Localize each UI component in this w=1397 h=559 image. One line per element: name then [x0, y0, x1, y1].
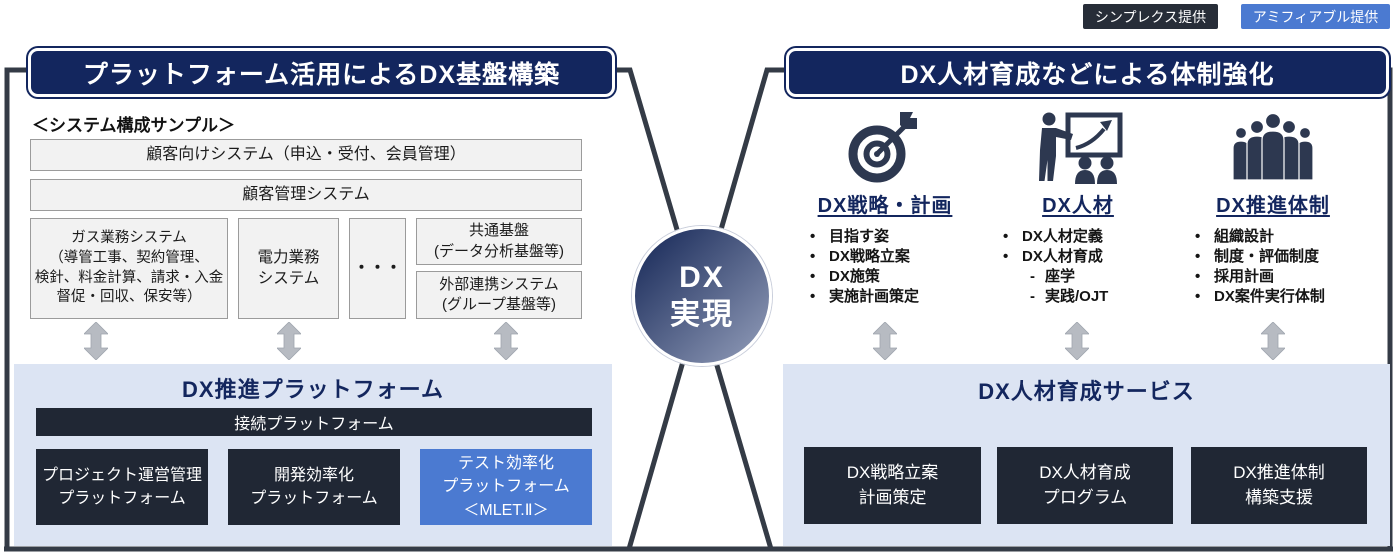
bullet-item: 組織設計	[1195, 227, 1380, 247]
bullet-item: 目指す姿	[810, 227, 995, 247]
bullet-text: DX戦略立案	[829, 248, 910, 265]
legend-amifiable: アミフィアブル提供	[1241, 4, 1390, 29]
dx-realization-circle: DX 実現	[632, 226, 772, 366]
ellipsis-box: ・・・	[349, 218, 406, 319]
left-to-right-diagonal	[609, 67, 774, 550]
bullet-item: DX施策	[810, 267, 995, 287]
strategy-bullet-list: 目指す姿 DX戦略立案 DX施策 実施計画策定	[810, 227, 995, 307]
gas-system-box: ガス業務システム （導管工事、契約管理、 検針、料金計算、請求・入金 督促・回収…	[30, 218, 228, 319]
updown-arrow-icon	[873, 322, 897, 360]
customer-mgmt-system-box: 顧客管理システム	[30, 179, 582, 211]
right-to-left-diagonal	[626, 67, 788, 550]
bullet-item: DX人材育成	[1003, 247, 1188, 267]
sub-bullet-item: 実践/OJT	[1003, 287, 1188, 307]
strategy-planning-service-box: DX戦略立案 計画策定	[804, 447, 981, 524]
updown-arrow-icon	[494, 322, 518, 360]
connect-platform-bar: 接続プラットフォーム	[36, 408, 592, 436]
dx-talent-service-panel: DX人材育成サービス DX戦略立案 計画策定 DX人材育成 プログラム DX推進…	[783, 364, 1390, 546]
team-icon	[1232, 112, 1314, 181]
bullet-item: 実施計画策定	[810, 287, 995, 307]
dx-platform-panel: DX推進プラットフォーム 接続プラットフォーム プロジェクト運営管理 プラットフ…	[14, 364, 612, 546]
target-dart-icon	[848, 112, 917, 183]
project-mgmt-platform-box: プロジェクト運営管理 プラットフォーム	[36, 449, 208, 525]
dx-platform-title: DX推進プラットフォーム	[182, 377, 444, 402]
updown-arrow-icon	[277, 322, 301, 360]
updown-arrow-icon	[84, 322, 108, 360]
structure-support-service-box: DX推進体制 構築支援	[1191, 447, 1367, 524]
right-section-header: DX人材育成などによる体制強化	[786, 48, 1389, 97]
bullet-item: 制度・評価制度	[1195, 247, 1380, 267]
bullet-text: 実践/OJT	[1045, 288, 1109, 305]
bullet-text: 目指す姿	[829, 228, 890, 245]
bullet-text: 採用計画	[1214, 268, 1275, 285]
bullet-item: DX案件実行体制	[1195, 287, 1380, 307]
talent-bullet-list: DX人材定義 DX人材育成 座学 実践/OJT	[1003, 227, 1188, 307]
structure-bullet-list: 組織設計 制度・評価制度 採用計画 DX案件実行体制	[1195, 227, 1380, 307]
bullet-text: 組織設計	[1214, 228, 1275, 245]
external-link-box: 外部連携システム (グループ基盤等)	[416, 271, 582, 319]
dx-talent-service-title: DX人材育成サービス	[978, 379, 1195, 404]
bullet-text: 制度・評価制度	[1214, 248, 1320, 265]
bullet-item: 採用計画	[1195, 267, 1380, 287]
trainer-board-icon	[1039, 112, 1123, 184]
talent-program-service-box: DX人材育成 プログラム	[997, 447, 1173, 524]
left-section-header: プラットフォーム活用によるDX基盤構築	[28, 48, 615, 97]
bullet-item: DX人材定義	[1003, 227, 1188, 247]
bullet-text: DX施策	[829, 268, 880, 285]
customer-facing-system-box: 顧客向けシステム（申込・受付、会員管理）	[30, 139, 582, 171]
bullet-text: DX人材育成	[1022, 248, 1103, 265]
column-label-structure: DX推進体制	[1216, 195, 1330, 217]
bullet-text: 座学	[1045, 268, 1076, 285]
bullet-text: DX人材定義	[1022, 228, 1103, 245]
legend-simplex: シンプレクス提供	[1083, 4, 1218, 29]
column-label-talent: DX人材	[1042, 195, 1114, 217]
power-system-box: 電力業務 システム	[238, 218, 339, 319]
column-label-strategy: DX戦略・計画	[817, 195, 953, 217]
left-frame-line	[4, 67, 33, 549]
bullet-text: 実施計画策定	[829, 288, 920, 305]
system-sample-caption: ＜システム構成サンプル＞	[32, 116, 235, 135]
sub-bullet-item: 座学	[1003, 267, 1188, 287]
test-efficiency-platform-box: テスト効率化 プラットフォーム ＜MLET.Ⅱ＞	[420, 449, 592, 525]
bullet-text: DX案件実行体制	[1214, 288, 1325, 305]
bullet-item: DX戦略立案	[810, 247, 995, 267]
updown-arrow-icon	[1261, 322, 1285, 360]
dev-efficiency-platform-box: 開発効率化 プラットフォーム	[228, 449, 400, 525]
common-base-box: 共通基盤 (データ分析基盤等)	[416, 218, 582, 265]
updown-arrow-icon	[1065, 322, 1089, 360]
